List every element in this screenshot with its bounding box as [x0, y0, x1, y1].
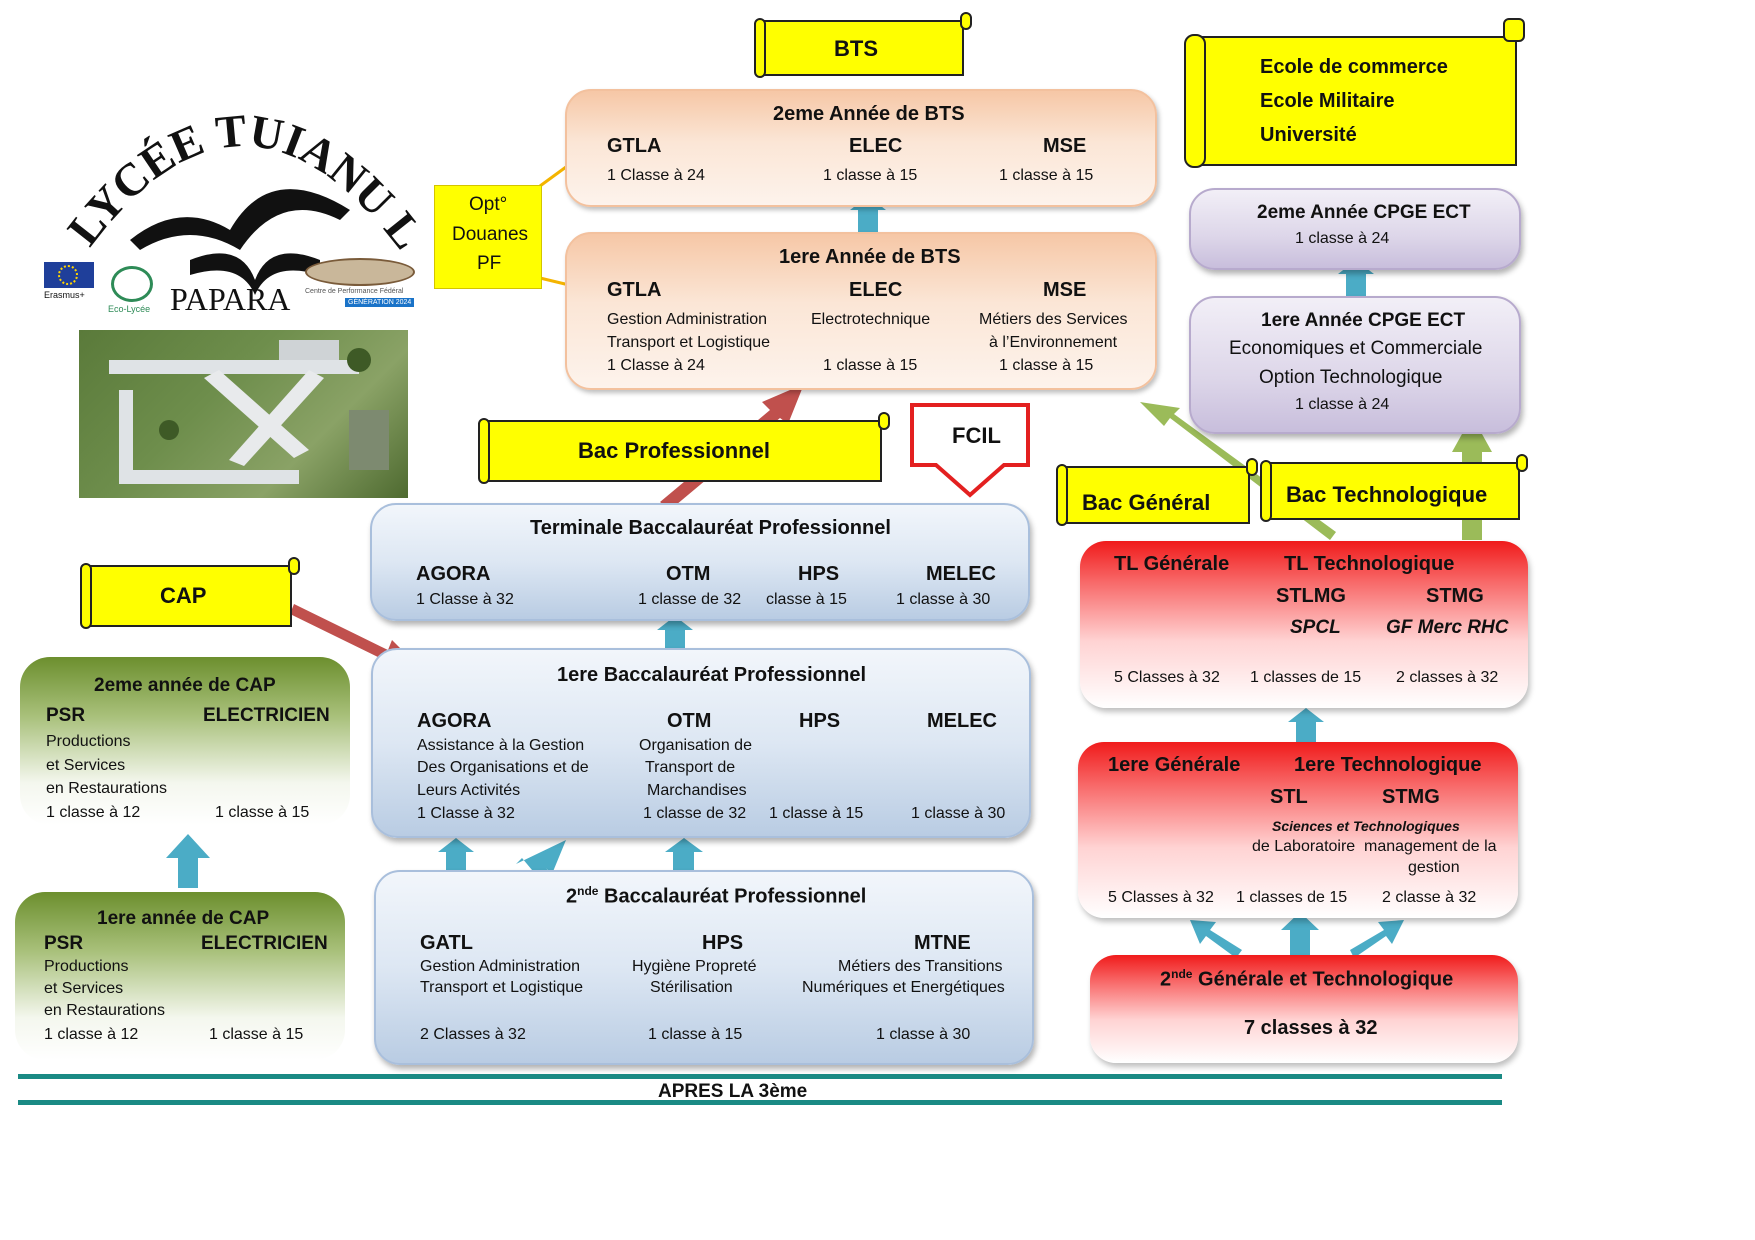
- arrow-2pro-to-1pro-right: [665, 838, 703, 870]
- footer-line-top: [18, 1074, 1502, 1079]
- bac-gen-scroll: Bac Général: [1056, 458, 1258, 526]
- fcil-callout: FCIL: [910, 403, 1030, 498]
- bts2-gtla-info: 1 Classe à 24: [607, 167, 705, 184]
- bts2-mse: MSE: [1043, 135, 1087, 157]
- arrow-1gt-to-tl: [1288, 708, 1324, 742]
- bts2-elec: ELEC: [849, 135, 903, 157]
- arrow-2gt-to-1gt-left: [1190, 920, 1242, 958]
- cpf-badge: Centre de Performance Fédéral GÉNÉRATION…: [305, 258, 425, 314]
- cap-scroll: CAP: [80, 557, 300, 629]
- bts2-elec-info: 1 classe à 15: [823, 167, 918, 184]
- cap2-box: 2eme année de CAP PSR ELECTRICIEN Produc…: [20, 657, 350, 825]
- bts1-box: 1ere Année de BTS GTLA Gestion Administr…: [565, 232, 1157, 390]
- bac-tech-scroll: Bac Technologique: [1260, 454, 1528, 522]
- arrow-2gt-to-1gt-mid: [1281, 912, 1319, 956]
- bts2-box: 2eme Année de BTS GTLA 1 Classe à 24 ELE…: [565, 89, 1157, 207]
- school-aerial-photo: [79, 330, 408, 498]
- cap1-box: 1ere année de CAP PSR ELECTRICIEN Produc…: [15, 892, 345, 1060]
- arrow-2gt-to-1gt-right: [1350, 920, 1404, 958]
- bts1-title: 1ere Année de BTS: [779, 246, 961, 268]
- cpge2-box: 2eme Année CPGE ECT 1 classe à 24: [1189, 188, 1521, 270]
- bts2-mse-info: 1 classe à 15: [999, 167, 1094, 184]
- bac-pro-scroll: Bac Professionnel: [478, 412, 890, 484]
- logo-city: PAPARA: [170, 281, 290, 317]
- eco-lycee-badge: Eco-Lycée: [106, 266, 158, 314]
- second-pro-box: 2nde Baccalauréat Professionnel GATL Ges…: [374, 870, 1034, 1065]
- bts-scroll: BTS: [754, 12, 972, 78]
- bts2-gtla: GTLA: [607, 135, 662, 157]
- footer-label: APRES LA 3ème: [658, 1081, 808, 1102]
- cpge1-box: 1ere Année CPGE ECT Economiques et Comme…: [1189, 296, 1521, 434]
- first-gt-box: 1ere Générale 1ere Technologique STL STM…: [1078, 742, 1518, 918]
- arrow-cap1-to-cap2: [166, 834, 210, 888]
- opt-douanes-box: Opt° Douanes PF: [434, 185, 542, 289]
- higher-ed-scroll: Ecole de commerce Ecole Militaire Univer…: [1184, 18, 1525, 168]
- bts2-title: 2eme Année de BTS: [773, 103, 965, 125]
- tl-box: TL Générale TL Technologique STLMG STMG …: [1080, 541, 1528, 708]
- arrow-1pro-to-term: [657, 616, 693, 648]
- first-pro-box: 1ere Baccalauréat Professionnel AGORA As…: [371, 648, 1031, 838]
- second-gt-box: 2nde Générale et Technologique 7 classes…: [1090, 955, 1518, 1063]
- term-pro-box: Terminale Baccalauréat Professionnel AGO…: [370, 503, 1030, 621]
- footer-line-bottom: [18, 1100, 1502, 1105]
- erasmus-badge: Erasmus+: [44, 262, 94, 300]
- arrow-2pro-to-1pro-left: [438, 838, 474, 870]
